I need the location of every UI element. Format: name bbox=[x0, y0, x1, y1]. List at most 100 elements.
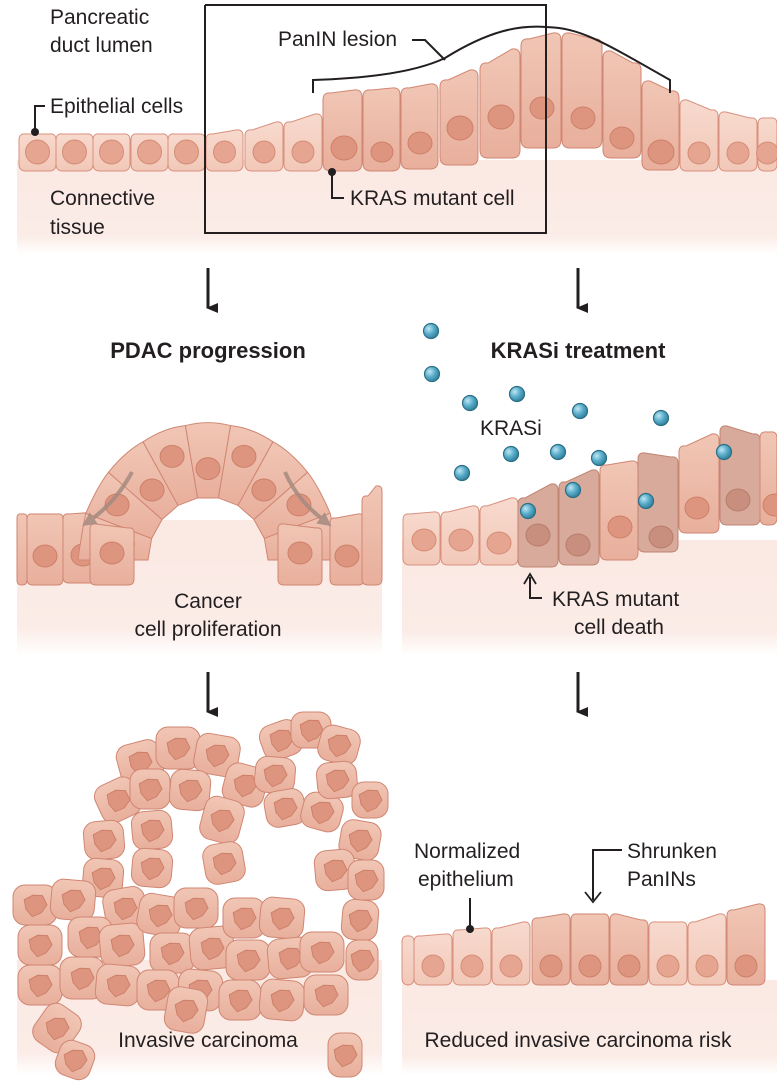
cell-nucleus bbox=[213, 140, 236, 164]
lumen-label-line1: Pancreatic bbox=[50, 6, 149, 29]
cancer-label-line1: Cancer bbox=[174, 590, 242, 613]
cell-nucleus bbox=[756, 141, 777, 165]
cell-nucleus bbox=[137, 139, 162, 165]
cell-nucleus bbox=[647, 139, 675, 165]
cell-nucleus bbox=[499, 954, 523, 978]
krasi-molecule bbox=[549, 443, 567, 461]
cell-nucleus bbox=[607, 515, 633, 539]
cell-nucleus bbox=[578, 954, 602, 978]
panin-cell bbox=[479, 48, 521, 159]
tumor-cell-nucleus bbox=[92, 829, 117, 853]
tumor-cell-nucleus bbox=[23, 894, 48, 918]
panin-leader bbox=[412, 39, 446, 61]
panin-lesion-label: PanIN lesion bbox=[278, 28, 397, 51]
tumor-cell-nucleus bbox=[269, 729, 294, 753]
cell-nucleus bbox=[25, 139, 50, 165]
tumor-cell-nucleus bbox=[348, 829, 373, 853]
tumor-cell-nucleus bbox=[174, 999, 199, 1023]
cell-nucleus bbox=[334, 544, 360, 568]
cell-nucleus bbox=[539, 954, 563, 978]
tumor-cell-nucleus bbox=[278, 947, 303, 971]
dying-mutant-cell bbox=[637, 452, 679, 553]
cell-nucleus bbox=[407, 131, 433, 155]
cell-nucleus bbox=[139, 478, 165, 502]
cell-nucleus bbox=[370, 141, 394, 163]
krasi-molecule bbox=[590, 449, 608, 467]
tumor-cell-nucleus bbox=[348, 909, 373, 933]
proliferation-arrow-left bbox=[82, 471, 134, 527]
cell-nucleus bbox=[159, 444, 185, 468]
tumor-cell-nucleus bbox=[166, 737, 191, 761]
cell-nucleus bbox=[609, 126, 635, 150]
tumor-cell-nucleus bbox=[110, 934, 135, 958]
cell-nucleus bbox=[99, 541, 125, 565]
cell-nucleus bbox=[529, 96, 555, 120]
tumor-cell-nucleus bbox=[140, 819, 165, 843]
epithelial-cell bbox=[479, 497, 519, 566]
tumor-cell-nucleus bbox=[113, 897, 138, 921]
cell-nucleus bbox=[684, 496, 710, 520]
tumor-cell-nucleus bbox=[148, 904, 173, 928]
tumor-cell-nucleus bbox=[358, 789, 383, 813]
tumor-cell-nucleus bbox=[228, 989, 253, 1013]
cell-nucleus bbox=[99, 139, 124, 165]
krasi-molecule bbox=[652, 409, 670, 427]
krasi-molecule bbox=[453, 464, 471, 482]
tumor-cell-nucleus bbox=[140, 857, 165, 881]
krasi-molecule bbox=[508, 385, 526, 403]
tumor-cell-nucleus bbox=[91, 867, 116, 891]
tumor-cell-nucleus bbox=[106, 974, 131, 998]
krasi-molecule bbox=[715, 443, 733, 461]
panin-cell bbox=[400, 83, 439, 170]
krasi-molecule bbox=[564, 481, 582, 499]
tumor-cell-nucleus bbox=[212, 852, 237, 876]
tumor-cell-nucleus bbox=[70, 967, 95, 991]
cell-nucleus bbox=[446, 115, 474, 141]
cell-death-leader bbox=[529, 577, 542, 599]
epithelial-cell bbox=[361, 485, 383, 586]
tumor-cell-nucleus bbox=[146, 979, 171, 1003]
shrunken-label-line1: Shrunken bbox=[627, 840, 717, 863]
cell-nucleus bbox=[570, 106, 596, 130]
cell-nucleus bbox=[411, 528, 437, 552]
krasi-molecules bbox=[422, 322, 733, 520]
tumor-cell-nucleus bbox=[138, 778, 163, 802]
cell-nucleus bbox=[656, 954, 680, 978]
connective-tissue-bottom-right bbox=[402, 980, 777, 1075]
cell-nucleus bbox=[251, 478, 277, 502]
epithelial-cell bbox=[16, 513, 28, 586]
cell-nucleus bbox=[421, 954, 445, 978]
krasi-treatment-header: KRASi treatment bbox=[491, 338, 666, 363]
tumor-cell-nucleus bbox=[184, 897, 209, 921]
cell-nucleus bbox=[725, 488, 751, 512]
tumor-cell-nucleus bbox=[310, 801, 335, 825]
tumor-cell-nucleus bbox=[178, 779, 203, 803]
panin-cell bbox=[520, 32, 562, 149]
tumor-cell-nucleus bbox=[106, 789, 131, 813]
tumor-cell-mass bbox=[12, 711, 389, 1081]
tumor-cell-nucleus bbox=[310, 941, 335, 965]
tumor-cell-nucleus bbox=[232, 907, 257, 931]
panel-invasive-carcinoma bbox=[12, 711, 389, 1081]
panin-cell bbox=[561, 32, 603, 149]
cell-death-arrowhead bbox=[523, 572, 537, 585]
tumor-cell-nucleus bbox=[205, 744, 230, 768]
tumor-cell-nucleus bbox=[273, 797, 298, 821]
proliferation-arrow-right bbox=[283, 471, 332, 527]
shrunken-arrowhead bbox=[584, 891, 602, 904]
panel-reduced-risk bbox=[401, 903, 777, 1075]
kras-mutant-pointer-dot bbox=[328, 168, 336, 176]
invasive-carcinoma-label: Invasive carcinoma bbox=[118, 1029, 298, 1052]
krasi-molecule bbox=[423, 365, 441, 383]
cell-nucleus bbox=[687, 141, 711, 165]
epithelial-leader bbox=[34, 105, 45, 131]
tumor-cell-nucleus bbox=[325, 769, 350, 793]
lumen-label-line2: duct lumen bbox=[50, 34, 153, 57]
cell-death-label-line1: KRAS mutant bbox=[552, 588, 679, 611]
cell-nucleus bbox=[62, 139, 87, 165]
cell-nucleus bbox=[525, 523, 551, 547]
reduced-risk-label: Reduced invasive carcinoma risk bbox=[425, 1029, 732, 1052]
connective-tissue-label-line1: Connective bbox=[50, 187, 155, 210]
